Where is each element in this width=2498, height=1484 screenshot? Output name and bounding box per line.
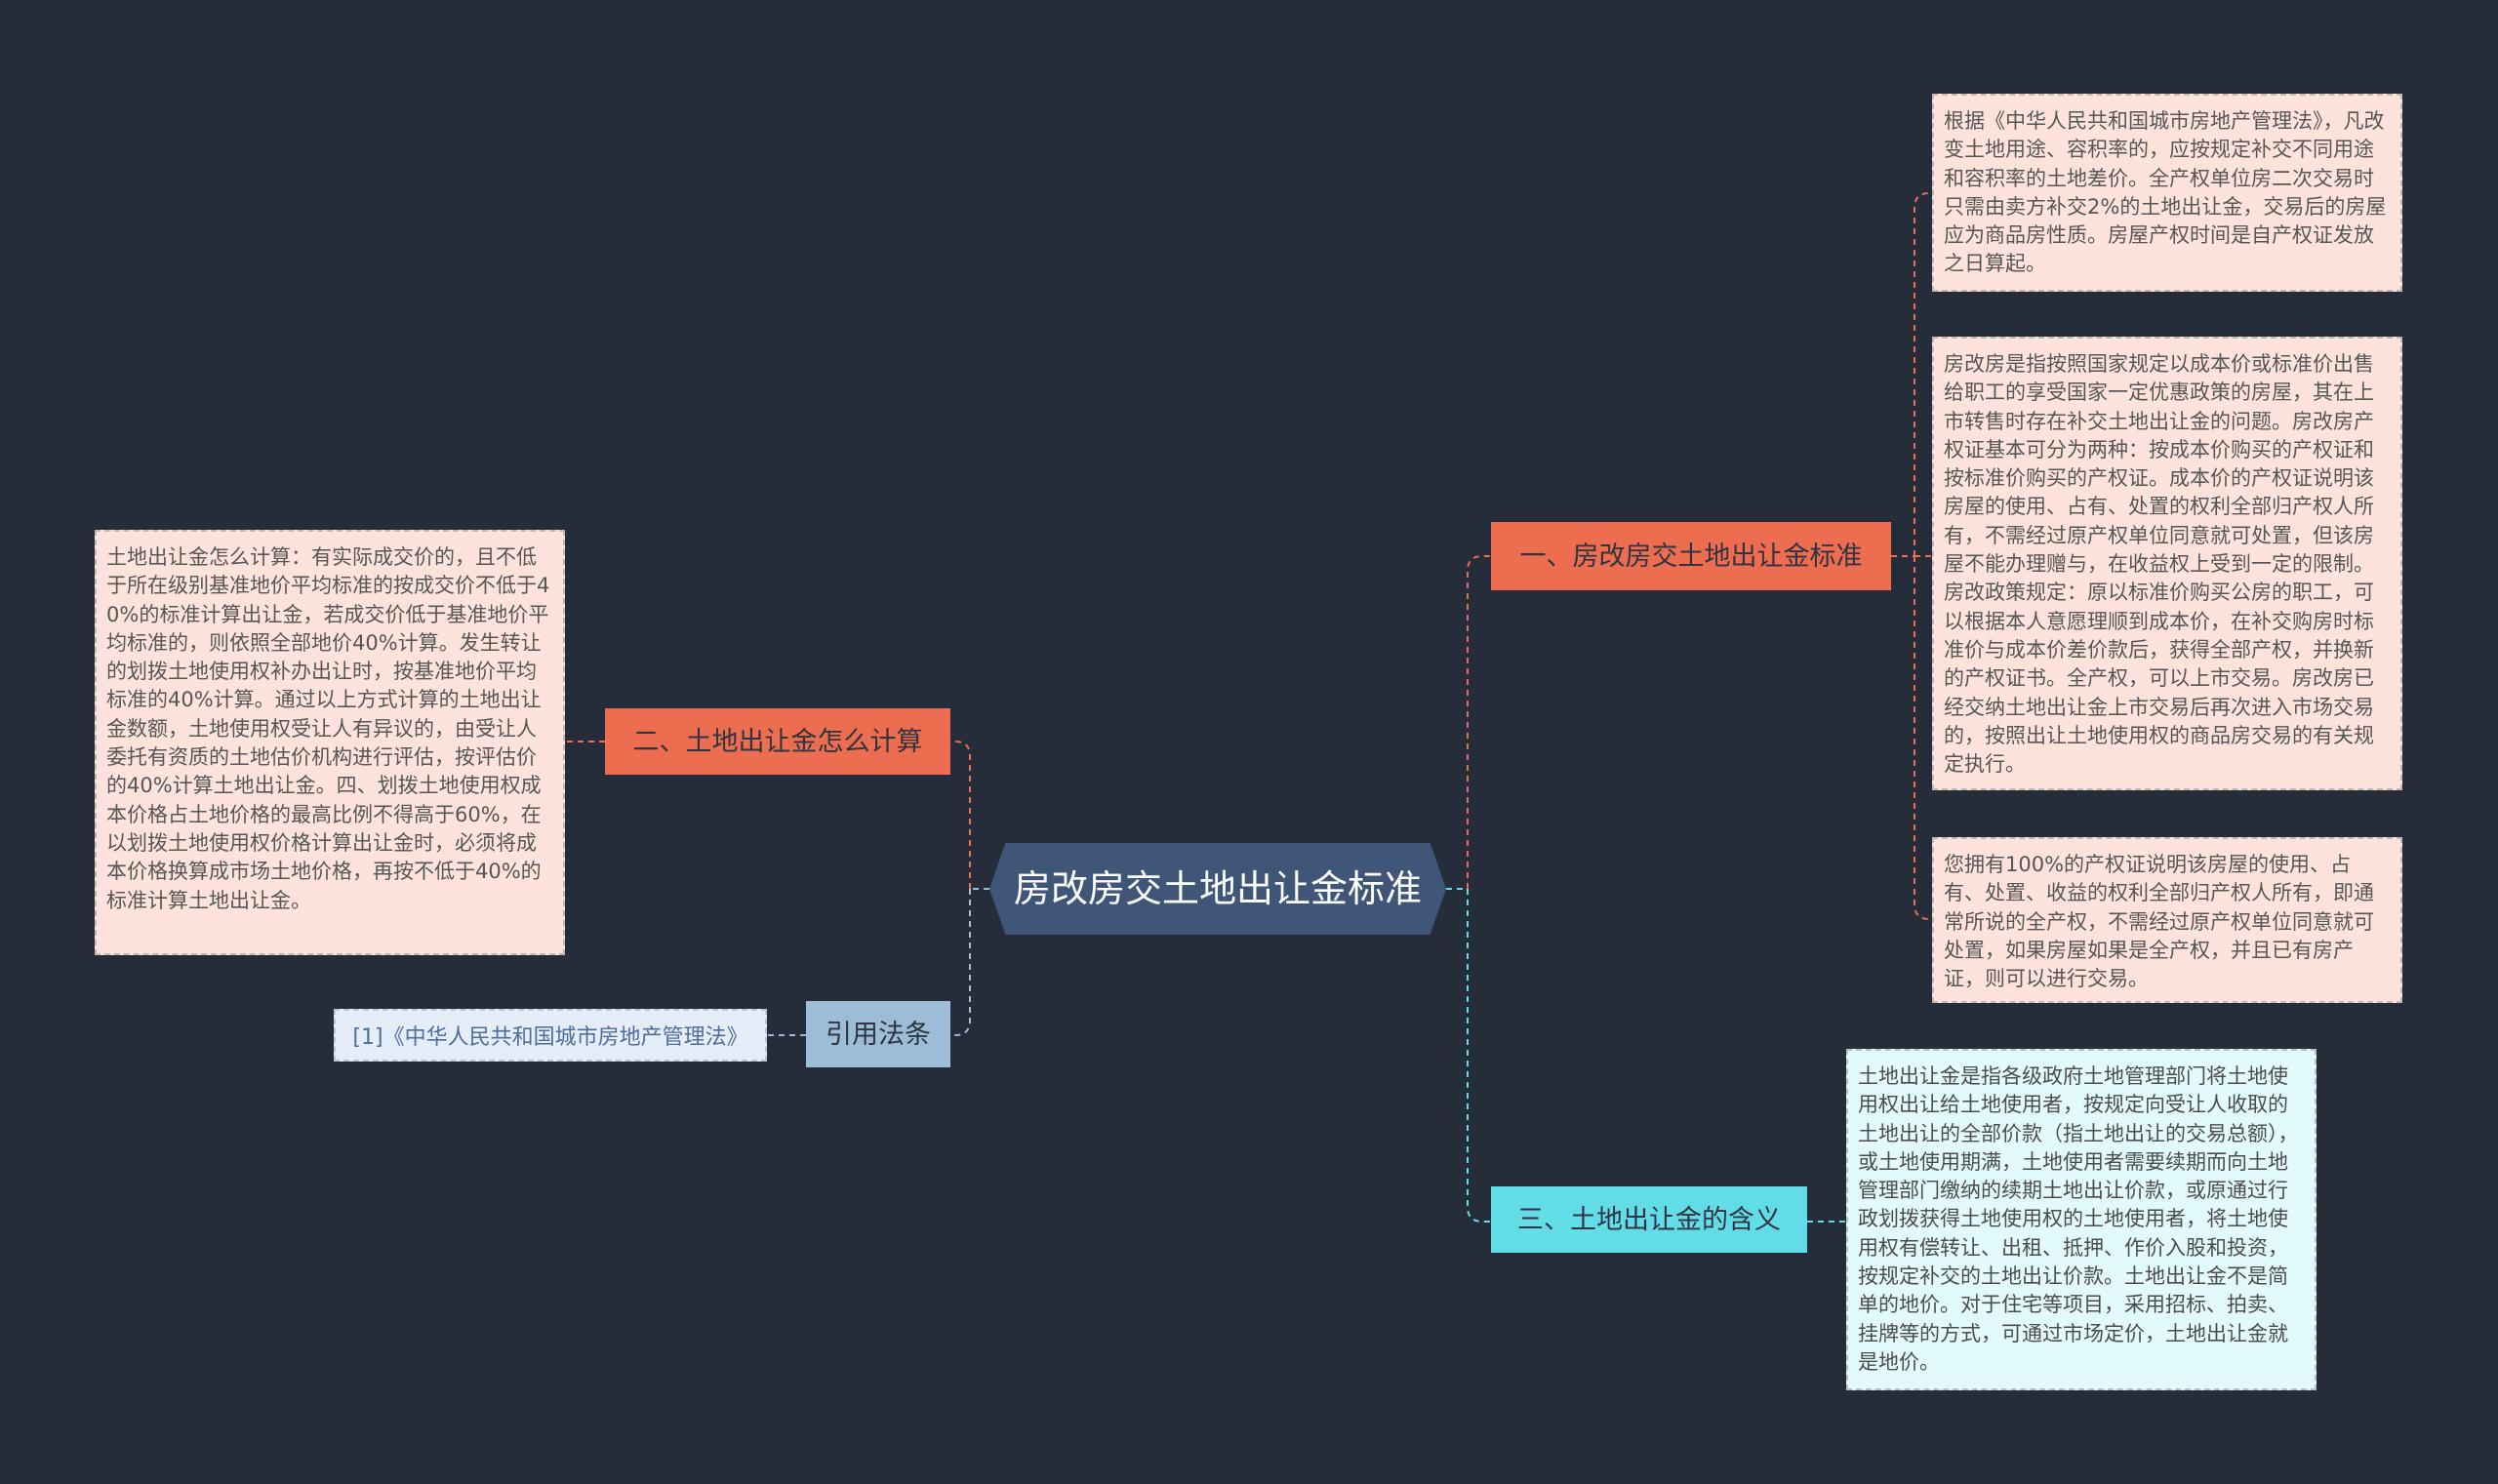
- branch-three-topic[interactable]: 三、土地出让金的含义: [1491, 1186, 1807, 1253]
- branch-two-label: 二、土地出让金怎么计算: [632, 726, 923, 757]
- branch-two-note-text: 土地出让金怎么计算：有实际成交价的，且不低于所在级别基准地价平均标准的按成交价不…: [106, 545, 550, 912]
- branch-one-label: 一、房改房交土地出让金标准: [1519, 541, 1863, 572]
- branch-three-note-text: 土地出让金是指各级政府土地管理部门将土地使用权出让给土地使用者，按规定向受让人收…: [1858, 1064, 2299, 1374]
- branch-three-note: 土地出让金是指各级政府土地管理部门将土地使用权出让给土地使用者，按规定向受让人收…: [1846, 1049, 2317, 1390]
- link-trunk-branch-two: [950, 741, 971, 889]
- branch-ref-item-text: [1]《中华人民共和国城市房地产管理法》: [352, 1025, 748, 1050]
- branch-ref-topic[interactable]: 引用法条: [806, 1001, 950, 1067]
- branch-ref-label: 引用法条: [826, 1019, 931, 1050]
- branch-one-note-2: 房改房是指按照国家规定以成本价或标准价出售给职工的享受国家一定优惠政策的房屋，其…: [1932, 337, 2402, 790]
- branch-one-note-1: 根据《中华人民共和国城市房地产管理法》，凡改变土地用途、容积率的，应按规定补交不…: [1932, 94, 2402, 292]
- branch-one-note-2-text: 房改房是指按照国家规定以成本价或标准价出售给职工的享受国家一定优惠政策的房屋，其…: [1944, 352, 2374, 777]
- central-topic[interactable]: 房改房交土地出让金标准: [989, 843, 1446, 935]
- branch-three-label: 三、土地出让金的含义: [1517, 1204, 1781, 1235]
- branch-two-note: 土地出让金怎么计算：有实际成交价的，且不低于所在级别基准地价平均标准的按成交价不…: [95, 530, 565, 955]
- branch-ref-item[interactable]: [1]《中华人民共和国城市房地产管理法》: [334, 1009, 767, 1062]
- link-trunk-branch-one: [1467, 555, 1491, 889]
- link-one-note-3: [1914, 556, 1932, 920]
- branch-one-note-3: 您拥有100%的产权证说明该房屋的使用、占有、处置、收益的权利全部归产权人所有，…: [1932, 837, 2402, 1003]
- link-trunk-branch-three: [1467, 889, 1491, 1223]
- branch-one-note-1-text: 根据《中华人民共和国城市房地产管理法》，凡改变土地用途、容积率的，应按规定补交不…: [1944, 109, 2387, 276]
- branch-two-topic[interactable]: 二、土地出让金怎么计算: [605, 708, 950, 775]
- link-trunk-ref: [950, 889, 971, 1036]
- branch-one-topic[interactable]: 一、房改房交土地出让金标准: [1491, 522, 1891, 590]
- branch-one-note-3-text: 您拥有100%的产权证说明该房屋的使用、占有、处置、收益的权利全部归产权人所有，…: [1944, 853, 2374, 991]
- link-one-note-1: [1914, 192, 1932, 556]
- central-topic-label: 房改房交土地出让金标准: [1013, 867, 1422, 910]
